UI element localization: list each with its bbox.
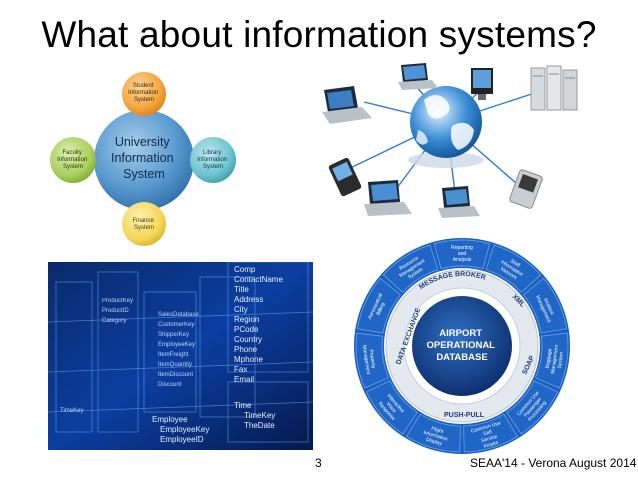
core-label-3: DATABASE <box>436 352 487 363</box>
core-label-2: OPERATIONAL <box>427 340 496 351</box>
outer-segment <box>382 244 439 293</box>
code-token: PCode <box>234 325 259 334</box>
mobile-phone-icon <box>328 157 362 197</box>
outer-segment <box>463 413 518 453</box>
laptop-icon <box>398 63 438 90</box>
code-token: TimeKey <box>60 408 83 414</box>
code-token: Email <box>234 375 254 384</box>
outer-segment-label: PropertyManagement <box>361 344 377 375</box>
svg-text:Finance System: Finance System <box>132 218 155 231</box>
svg-text:Student Information: Student Information System <box>128 83 160 103</box>
code-token: TheDate <box>244 421 275 430</box>
university-information-system-diagram: University Information System Student In… <box>48 72 243 250</box>
left-node <box>50 137 96 183</box>
slide-title: What about information systems? <box>41 14 597 55</box>
top-label-2: Information <box>128 90 158 96</box>
code-token: Category <box>102 318 126 324</box>
right-label-1: Library <box>203 150 221 156</box>
laptop-icon <box>364 180 412 216</box>
code-token: ContactName <box>234 275 283 284</box>
code-token: EmployeeID <box>160 435 204 444</box>
svg-text:University Information: University Information System <box>111 135 177 181</box>
code-token: ItemQuantity <box>158 362 192 368</box>
top-label-1: Student <box>133 83 154 89</box>
code-token: Region <box>234 315 259 324</box>
bottom-label-2: System <box>134 225 154 231</box>
outer-segment <box>406 413 461 453</box>
center-node <box>94 110 194 210</box>
right-label-2: Information <box>197 157 227 163</box>
code-token: Title <box>234 285 249 294</box>
page-number: 3 <box>315 456 322 470</box>
bottom-node <box>122 202 166 246</box>
code-token: TimeKey <box>244 411 275 420</box>
left-label-2: Information <box>57 157 87 163</box>
globe-icon <box>408 86 484 168</box>
code-token: ProductID <box>102 308 129 314</box>
code-token: Fax <box>234 365 247 374</box>
outer-segment <box>355 332 390 389</box>
network-globe-illustration <box>306 60 586 235</box>
outer-segment <box>506 380 559 435</box>
outer-segment-label: FlightInformationDisplay <box>421 424 450 448</box>
code-token: ShipperKey <box>158 332 189 338</box>
code-token: Employee <box>152 415 188 424</box>
top-node <box>122 72 166 116</box>
outer-segment <box>365 380 418 435</box>
server-rack-icon <box>530 65 578 111</box>
outer-segment <box>534 332 569 389</box>
code-token: Discount <box>158 382 182 388</box>
code-token: Mphone <box>234 355 263 364</box>
outer-segment <box>522 277 568 334</box>
bottom-label-1: Finance <box>132 218 154 224</box>
svg-text:Library Information: Library Information System <box>197 150 229 170</box>
code-token: Time <box>234 401 252 410</box>
laptop-icon <box>322 86 372 124</box>
top-label-3: System <box>134 97 154 103</box>
outer-segment <box>433 239 491 270</box>
code-token: EmployeeKey <box>160 425 209 434</box>
code-token: ItemFreight <box>158 352 189 358</box>
code-token: ProductKey <box>102 298 133 304</box>
right-node <box>190 137 236 183</box>
svg-text:AIRPORT OPERATIONAL: AIRPORT OPERATIONAL DATABASE <box>427 328 498 363</box>
code-token: ItemDiscount <box>158 372 193 378</box>
outer-segment <box>356 277 402 334</box>
center-label-3: System <box>123 167 165 181</box>
code-token: Address <box>234 295 263 304</box>
center-label-1: University <box>115 135 171 149</box>
conference-footer: SEAA'14 - Verona August 2014 <box>470 456 637 470</box>
left-label-1: Faculty <box>62 150 81 156</box>
code-token: CustomerKey <box>158 322 194 328</box>
code-token: City <box>234 305 248 314</box>
code-token: Comp <box>234 265 256 274</box>
right-label-3: System <box>203 164 223 170</box>
pda-icon <box>509 169 543 209</box>
code-token: Phone <box>234 345 258 354</box>
ring-label-push-pull: PUSH-PULL <box>444 412 485 419</box>
desktop-icon <box>471 68 493 100</box>
center-label-2: Information <box>111 151 174 165</box>
outer-segment-label: BaggageManagementSystem <box>544 343 566 375</box>
code-token: EmployeeKey <box>158 342 195 348</box>
left-label-3: System <box>63 164 83 170</box>
core-label-1: AIRPORT <box>439 328 482 339</box>
laptop-icon <box>438 186 480 218</box>
code-token: SalesDatabase <box>158 312 199 318</box>
database-core <box>412 296 512 396</box>
svg-text:Faculty Information: Faculty Information System <box>57 150 89 170</box>
code-token: Country <box>234 335 262 344</box>
outer-segment <box>485 244 542 293</box>
database-schema-image: Comp ContactName Title Address City Regi… <box>48 262 313 450</box>
